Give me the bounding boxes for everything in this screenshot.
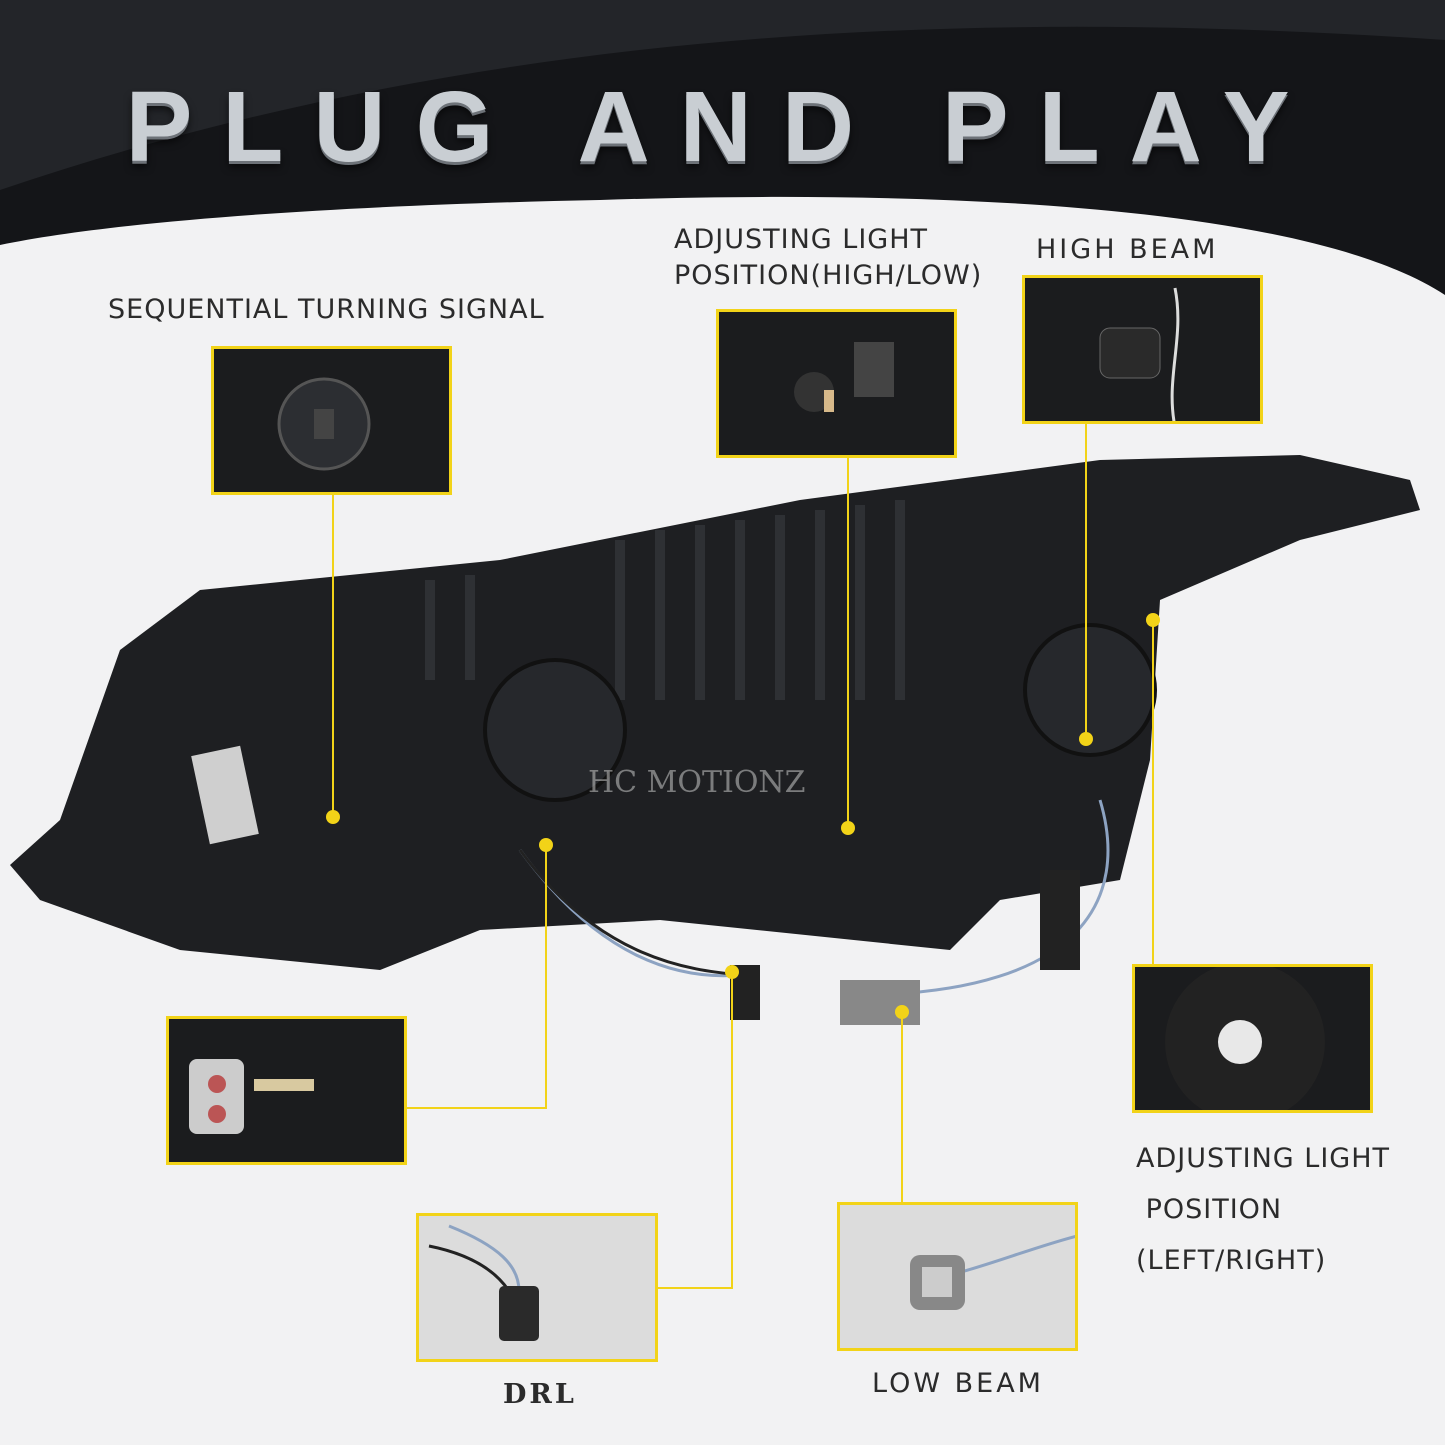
callout-dot-drl-connector [725, 965, 739, 979]
inset-high-beam-photo [1022, 275, 1263, 424]
callout-dot-low-beam [895, 1005, 909, 1019]
inset-low-beam-connector-photo [837, 1202, 1078, 1351]
inset-adjust-high-low-photo [716, 309, 957, 458]
callout-dot-adjust-high-low [841, 821, 855, 835]
inset-drl-connector-photo [416, 1213, 658, 1362]
callout-dot-adjust-left-right [1146, 613, 1160, 627]
label-low-beam: LOW BEAM [872, 1368, 1044, 1399]
label-sequential-turning-signal: SEQUENTIAL TURNING SIGNAL [108, 294, 545, 325]
inset-adjust-left-right-photo [1132, 964, 1373, 1113]
label-high-beam: HIGH BEAM [1036, 234, 1219, 265]
label-drl: DRL [503, 1379, 577, 1410]
inset-turn-signal-photo [211, 346, 452, 495]
inset-drl-wiring-photo [166, 1016, 407, 1165]
page-title: PLUG AND PLAY [125, 71, 1320, 183]
label-adjusting-left-right: ADJUSTING LIGHT POSITION (LEFT/RIGHT) [1136, 1143, 1391, 1276]
label-adjusting-high-low: ADJUSTING LIGHT POSITION(HIGH/LOW) [674, 224, 983, 291]
callout-dot-drl [539, 838, 553, 852]
watermark: HC MOTIONZ [588, 765, 806, 800]
callout-dot-turn-signal [326, 810, 340, 824]
banner-background [0, 0, 1445, 295]
callout-dot-high-beam [1079, 732, 1093, 746]
